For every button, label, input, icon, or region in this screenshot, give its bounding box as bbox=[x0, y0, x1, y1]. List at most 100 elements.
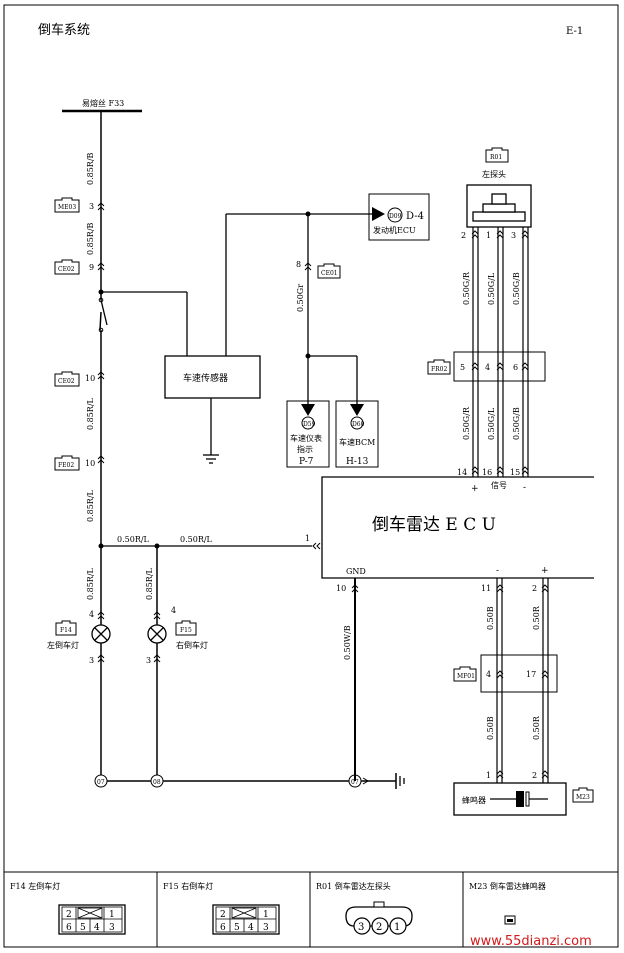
wire-label-13: 0.50G/B bbox=[512, 272, 521, 305]
svg-text:F14: F14 bbox=[60, 627, 72, 634]
svg-text:4: 4 bbox=[94, 923, 100, 933]
connector-ce01: CE01 bbox=[317, 263, 341, 279]
right-lamp-label: 右倒车灯 bbox=[176, 640, 208, 650]
speedometer-label-1: 车速仪表 bbox=[290, 433, 322, 443]
pin-me03-3: 3 bbox=[89, 202, 94, 211]
connector-f14: F14 bbox=[55, 620, 77, 636]
connector-f15: F15 bbox=[175, 620, 197, 636]
pin-ce02-9: 9 bbox=[89, 263, 94, 272]
speedometer-ref: P-7 bbox=[299, 457, 314, 467]
svg-text:3: 3 bbox=[263, 923, 269, 933]
wire-label-6: 0.50R/L bbox=[117, 535, 150, 544]
page-frame bbox=[3, 4, 619, 948]
pin-ecu-16: 16 bbox=[482, 468, 492, 477]
engine-ecu-box bbox=[368, 193, 430, 241]
speedometer-label-2: 指示 bbox=[297, 444, 313, 454]
svg-text:6: 6 bbox=[66, 923, 72, 933]
left-trunk bbox=[98, 111, 188, 781]
pin-ce02-10: 10 bbox=[85, 374, 95, 383]
svg-text:FE02: FE02 bbox=[58, 462, 74, 469]
svg-text:CE02: CE02 bbox=[58, 378, 75, 385]
ref-d09: D09 bbox=[387, 207, 403, 223]
ground-point-07-left: 07 bbox=[94, 774, 108, 788]
connector-ce02-top: CE02 bbox=[54, 259, 80, 275]
ecu-buzzer-plus: + bbox=[541, 566, 549, 576]
left-reverse-lamp-icon bbox=[91, 624, 111, 644]
wire-label-5: 0.85R/L bbox=[86, 567, 95, 600]
svg-text:1: 1 bbox=[263, 910, 269, 920]
pin-ecu-2: 2 bbox=[532, 584, 537, 593]
left-lamp-label: 左倒车灯 bbox=[47, 640, 79, 650]
bcm-box bbox=[335, 400, 379, 468]
ref-d60: D60 bbox=[350, 416, 365, 430]
ref-d59: D59 bbox=[301, 416, 316, 430]
connector-mf01: MF01 bbox=[453, 666, 477, 682]
right-reverse-lamp-icon bbox=[147, 624, 167, 644]
wire-label-1: 0.85R/B bbox=[86, 152, 95, 185]
engine-ecu-ref: D-4 bbox=[406, 211, 424, 222]
wire-label-14: 0.50G/R bbox=[462, 406, 471, 440]
ecu-buzzer-minus: - bbox=[496, 566, 499, 576]
pin-fr02-4: 4 bbox=[485, 363, 490, 372]
pin-fr02-6: 6 bbox=[513, 363, 518, 372]
connector-fr02-box bbox=[453, 351, 546, 382]
bcm-label: 车速BCM bbox=[339, 437, 375, 447]
footer-m23: M23 倒车雷达蜂鸣器 bbox=[469, 881, 546, 891]
engine-ecu-label: 发动机ECU bbox=[373, 225, 416, 235]
speedometer-box bbox=[286, 400, 330, 468]
chassis-ground-icon bbox=[395, 773, 405, 789]
radar-ecu-label: 倒车雷达 E C U bbox=[372, 515, 496, 535]
pin-f14-4: 4 bbox=[89, 610, 94, 619]
svg-text:D60: D60 bbox=[352, 421, 365, 428]
fuse-label: 易熔丝 F33 bbox=[82, 98, 124, 108]
f15-connector-face-icon: 2 1 6 5 4 3 bbox=[212, 904, 280, 935]
ecu-signal-label: 信号 bbox=[491, 480, 507, 490]
svg-text:F15: F15 bbox=[180, 627, 192, 634]
wire-label-17: 0.50B bbox=[486, 606, 495, 630]
buzzer-icon bbox=[490, 791, 548, 807]
footer-r01: R01 倒车雷达左探头 bbox=[316, 881, 391, 891]
svg-text:3: 3 bbox=[109, 923, 115, 933]
wire-label-9: 0.50Gr bbox=[296, 284, 305, 312]
svg-text:CE01: CE01 bbox=[321, 270, 338, 277]
svg-text:1: 1 bbox=[394, 922, 400, 933]
pin-mf01-4: 4 bbox=[486, 670, 491, 679]
ecu-probe-plus: + bbox=[471, 484, 479, 494]
svg-text:D09: D09 bbox=[389, 213, 402, 220]
r01-connector-face-icon: 3 2 1 bbox=[345, 901, 413, 935]
pin-r01-2: 2 bbox=[461, 231, 466, 240]
svg-text:2: 2 bbox=[220, 910, 226, 920]
pin-fr02-5: 5 bbox=[460, 363, 465, 372]
wire-label-4: 0.85R/L bbox=[86, 489, 95, 522]
pin-f15-3: 3 bbox=[146, 656, 151, 665]
connector-r01: R01 bbox=[485, 147, 509, 163]
pin-ecu-10: 10 bbox=[336, 584, 346, 593]
wire-label-20: 0.50R bbox=[532, 715, 541, 740]
pin-fe02-10: 10 bbox=[85, 459, 95, 468]
pin-m23-1: 1 bbox=[486, 771, 491, 780]
pin-ecu-14: 14 bbox=[457, 468, 467, 477]
connector-fe02: FE02 bbox=[54, 455, 80, 471]
svg-text:07: 07 bbox=[97, 779, 105, 786]
pin-mf01-17: 17 bbox=[526, 670, 536, 679]
svg-text:M23: M23 bbox=[576, 794, 590, 801]
left-probe-label: 左探头 bbox=[482, 169, 506, 179]
reverse-switch bbox=[100, 299, 108, 326]
pin-r01-3: 3 bbox=[511, 231, 516, 240]
pin-ecu-15: 15 bbox=[510, 468, 520, 477]
radar-ecu-box bbox=[321, 476, 594, 579]
wire-label-15: 0.50G/L bbox=[487, 407, 496, 440]
svg-text:5: 5 bbox=[80, 923, 86, 933]
wire-label-10: 0.50W/B bbox=[343, 625, 352, 660]
ecu-gnd-label: GND bbox=[346, 567, 366, 576]
buzzer-label: 蜂鸣器 bbox=[462, 795, 486, 805]
svg-text:1: 1 bbox=[109, 910, 115, 920]
footer-f15: F15 右倒车灯 bbox=[163, 881, 213, 891]
speed-sensor-label: 车速传感器 bbox=[183, 372, 228, 384]
footer-f14: F14 左倒车灯 bbox=[10, 881, 60, 891]
connector-me03: ME03 bbox=[54, 197, 80, 213]
wire-label-12: 0.50G/L bbox=[487, 272, 496, 305]
svg-text:MF01: MF01 bbox=[457, 673, 475, 680]
pin-ecu-11: 11 bbox=[481, 584, 491, 593]
